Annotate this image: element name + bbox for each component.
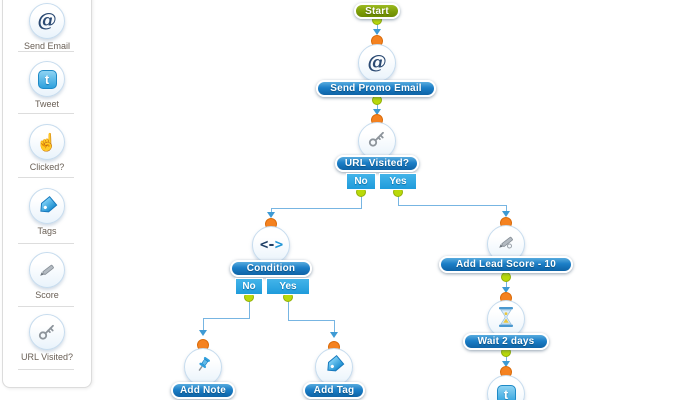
key-icon — [29, 314, 65, 350]
flow-node-condition[interactable]: <-> — [252, 226, 290, 264]
key-icon — [367, 129, 387, 154]
start-node[interactable]: Start — [354, 3, 400, 19]
arrowhead-icon — [330, 332, 338, 338]
condition-right-glyph: > — [274, 237, 284, 253]
sidebar-item-tags[interactable]: Tags — [3, 188, 91, 236]
arrowhead-icon — [373, 29, 381, 35]
node-label-add-note[interactable]: Add Note — [171, 382, 235, 399]
connector-line — [506, 281, 507, 291]
connector-line — [288, 300, 289, 320]
sidebar-item-label: Tweet — [34, 99, 59, 109]
connector-line — [203, 318, 250, 319]
tag-icon — [29, 188, 65, 224]
pushpin-icon — [192, 354, 214, 381]
click-hand-icon: ☝ — [29, 124, 65, 160]
click-hand-glyph: ☝ — [36, 132, 58, 152]
sidebar-item-label: Tags — [37, 226, 57, 236]
node-label-wait-2-days[interactable]: Wait 2 days — [463, 333, 549, 350]
arrowhead-icon — [199, 330, 207, 336]
connector-line — [398, 205, 507, 206]
connector-line — [506, 356, 507, 365]
sidebar-item-send-email[interactable]: @ Send Email — [3, 3, 91, 51]
connector-line — [271, 208, 362, 209]
sidebar-item-label: Send Email — [23, 41, 71, 51]
twitter-t-glyph: t — [37, 69, 57, 89]
sidebar-item-clicked[interactable]: ☝ Clicked? — [3, 124, 91, 172]
node-label-send-promo-email[interactable]: Send Promo Email — [316, 80, 436, 97]
divider — [18, 177, 74, 178]
arrowhead-icon — [373, 109, 381, 115]
arrowhead-icon — [267, 212, 275, 218]
condition-left-glyph: < — [259, 237, 269, 253]
at-glyph: @ — [37, 9, 57, 31]
sidebar-item-url-visited[interactable]: URL Visited? — [3, 314, 91, 362]
node-label-add-lead-score[interactable]: Add Lead Score - 10 — [439, 256, 573, 273]
flow-node-send-email[interactable]: @ — [358, 44, 396, 82]
node-label-condition[interactable]: Condition — [230, 260, 312, 277]
email-at-icon: @ — [367, 51, 387, 73]
branch-no-button[interactable]: No — [235, 278, 263, 295]
node-label-url-visited[interactable]: URL Visited? — [335, 155, 419, 172]
arrowhead-icon — [502, 211, 510, 217]
sidebar-item-score[interactable]: Score — [3, 252, 91, 300]
condition-mid-glyph: - — [267, 237, 276, 253]
flow-node-url-visited[interactable] — [358, 122, 396, 160]
sidebar-item-label: Clicked? — [29, 162, 65, 172]
connector-line — [398, 196, 399, 205]
arrowhead-icon — [502, 287, 510, 293]
connector-line — [334, 320, 335, 336]
connector-line — [377, 22, 378, 34]
arrowhead-icon — [502, 361, 510, 367]
twitter-icon: t — [29, 61, 65, 97]
connector-line — [506, 205, 507, 214]
tag-icon — [323, 354, 345, 381]
sidebar-item-label: Score — [35, 290, 59, 300]
pencil-score-icon — [29, 252, 65, 288]
divider — [18, 51, 74, 52]
tool-palette: @ Send Email t Tweet ☝ Clicked? — [2, 0, 92, 388]
divider — [18, 113, 74, 114]
branch-yes-button[interactable]: Yes — [379, 173, 417, 190]
pencil-score-icon — [496, 232, 516, 257]
sidebar-item-label: URL Visited? — [20, 352, 74, 362]
divider — [18, 306, 74, 307]
connector-line — [288, 320, 335, 321]
twitter-icon: t — [496, 384, 516, 400]
divider — [18, 243, 74, 244]
divider — [18, 369, 74, 370]
hourglass-icon — [496, 306, 516, 333]
connector-line — [203, 318, 204, 334]
flow-node-tweet[interactable]: t — [487, 375, 525, 400]
email-at-icon: @ — [29, 3, 65, 39]
connector-line — [249, 300, 250, 318]
flow-node-add-note[interactable] — [184, 348, 222, 386]
branch-no-button[interactable]: No — [346, 173, 376, 190]
connector-line — [361, 196, 362, 208]
flow-node-add-tag[interactable] — [315, 348, 353, 386]
output-port-dot[interactable] — [501, 272, 511, 282]
branch-yes-button[interactable]: Yes — [266, 278, 310, 295]
condition-arrows-icon: <-> — [259, 237, 284, 253]
node-label-add-tag[interactable]: Add Tag — [303, 382, 365, 399]
sidebar-item-tweet[interactable]: t Tweet — [3, 61, 91, 109]
